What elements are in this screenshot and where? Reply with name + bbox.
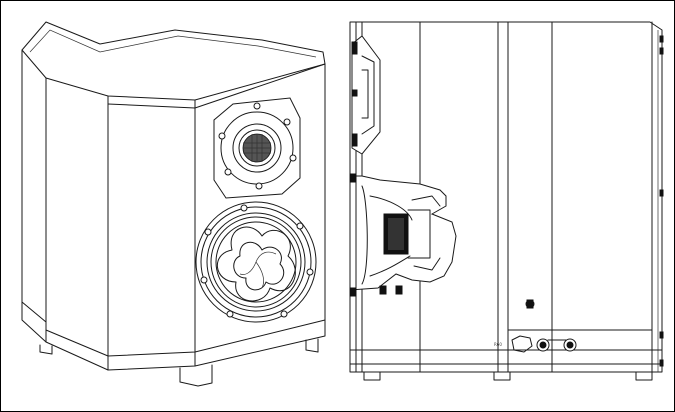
woofer-cone xyxy=(216,226,296,302)
tweeter-section xyxy=(351,35,381,155)
cabinet-left-panel xyxy=(45,85,109,357)
binding-posts xyxy=(511,299,577,353)
tweeter xyxy=(213,97,301,199)
terminal-panel xyxy=(507,329,653,351)
woofer xyxy=(195,201,317,323)
cabinet-front-panel xyxy=(194,63,326,353)
side-foot-3 xyxy=(635,371,653,381)
perspective-view xyxy=(21,21,326,387)
cabinet-top xyxy=(21,21,326,101)
cabinet-left-face xyxy=(21,49,47,323)
side-view: R60 xyxy=(349,21,664,381)
side-cabinet-outline xyxy=(349,21,663,373)
annotation-label: R60 xyxy=(494,342,502,347)
foot-1 xyxy=(39,344,53,355)
side-foot-1 xyxy=(363,371,381,381)
side-foot-2 xyxy=(493,371,511,381)
cabinet-front-left-panel xyxy=(107,103,196,357)
woofer-section xyxy=(349,173,457,297)
foot-3 xyxy=(305,338,319,353)
foot-2 xyxy=(179,364,213,387)
